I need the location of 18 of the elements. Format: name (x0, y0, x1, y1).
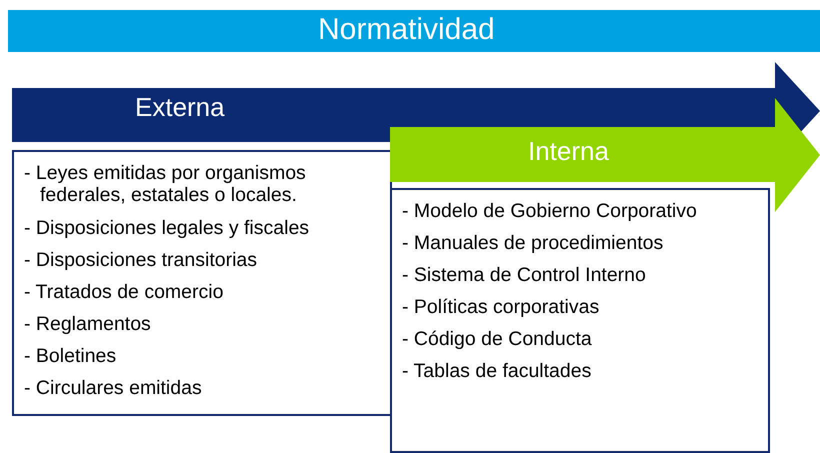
band-label: Interna (528, 136, 609, 167)
list-item: - Leyes emitidas por organismos federales, estatales o locales. (24, 162, 307, 206)
list-item: - Circulares emitidas (24, 376, 203, 401)
title-text: Normatividad (318, 13, 495, 47)
band-label: Externa (135, 92, 225, 123)
list-item: - Reglamentos (24, 312, 152, 337)
list-box (12, 150, 392, 416)
list-item: - Tratados de comercio (24, 280, 224, 305)
list-item: - Manuales de procedimientos (402, 231, 664, 256)
list-box (390, 188, 770, 453)
list-item: - Boletines (24, 344, 118, 369)
list-item: - Tablas de facultades (402, 359, 592, 384)
list-item: - Disposiciones legales y fiscales (24, 216, 310, 241)
list-item: - Código de Conducta (402, 327, 593, 352)
list-item: - Políticas corporativas (402, 295, 600, 320)
list-item: - Sistema de Control Interno (402, 263, 647, 288)
list-item: - Disposiciones transitorias (24, 248, 258, 273)
list-item: - Modelo de Gobierno Corporativo (402, 199, 698, 224)
